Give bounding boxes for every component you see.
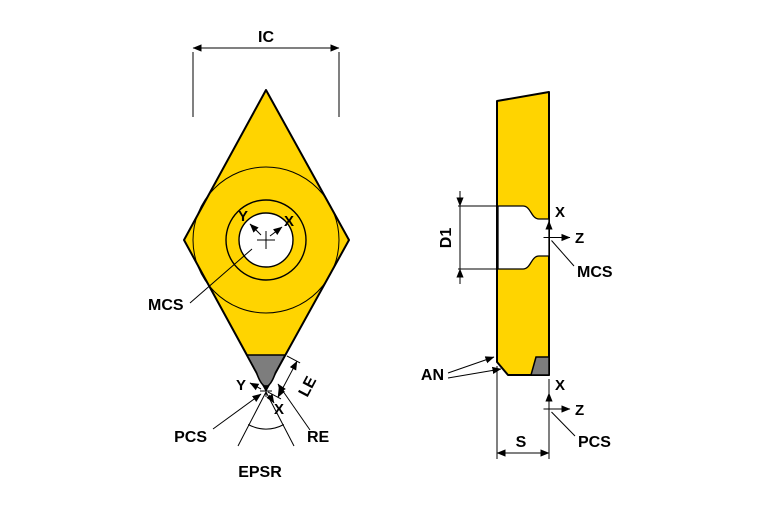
mcs-y-arrow <box>249 223 262 236</box>
mcs-x-label: X <box>284 213 294 230</box>
nose-tip-side <box>530 356 550 376</box>
s-label: S <box>516 434 527 451</box>
hole-section <box>497 205 550 270</box>
countersink-circle <box>225 199 307 281</box>
d1-dimension: D1 <box>438 191 496 284</box>
mcs-label: MCS <box>148 297 184 314</box>
an-label: AN <box>421 367 444 384</box>
side-mcs-leader-line <box>551 240 575 267</box>
side-mcs-label: MCS <box>577 264 613 281</box>
side-pcs-z-label: Z <box>575 402 584 419</box>
pcs-label: PCS <box>174 429 207 446</box>
epsr-label: EPSR <box>238 464 282 481</box>
side-view: D1 AN X Z MCS X Z PCS S <box>421 91 613 459</box>
epsr-edge-line-left <box>237 391 267 447</box>
front-view: Y X MCS IC Y X PCS EPSR RE <box>148 29 350 481</box>
le-label: LE <box>296 374 321 400</box>
an-leader-line-2 <box>447 366 502 379</box>
side-pcs-leader-line <box>551 411 576 437</box>
mcs-x-arrow <box>269 226 283 237</box>
le-extension-line-2 <box>267 391 282 400</box>
ic-dimension: IC <box>192 29 340 117</box>
re-label: RE <box>307 429 330 446</box>
le-extension-line-1 <box>286 355 301 364</box>
nose-tip-front <box>246 354 286 388</box>
an-leader-line-1 <box>447 356 495 374</box>
mcs-y-label: Y <box>238 208 248 225</box>
pcs-y-arrow <box>249 382 262 391</box>
ic-label: IC <box>258 29 274 46</box>
side-pcs-label: PCS <box>578 434 611 451</box>
s-dimension: S <box>496 366 550 459</box>
d1-label: D1 <box>438 228 455 249</box>
side-pcs-x-label: X <box>555 377 565 394</box>
mcs-origin-cross <box>257 231 275 249</box>
pcs-origin-cross <box>260 385 272 397</box>
side-mcs-x-label: X <box>555 204 565 221</box>
inscribed-circle <box>192 166 340 314</box>
epsr-arc <box>247 424 285 430</box>
pcs-leader-line <box>212 393 262 430</box>
side-mcs-z-label: Z <box>575 230 584 247</box>
pcs-x-label: X <box>274 401 284 418</box>
le-dimension-line <box>277 360 298 398</box>
mcs-leader-line <box>189 248 253 304</box>
pcs-x-arrow <box>266 393 275 404</box>
epsr-edge-line-right <box>265 391 295 447</box>
pcs-y-label: Y <box>236 377 246 394</box>
